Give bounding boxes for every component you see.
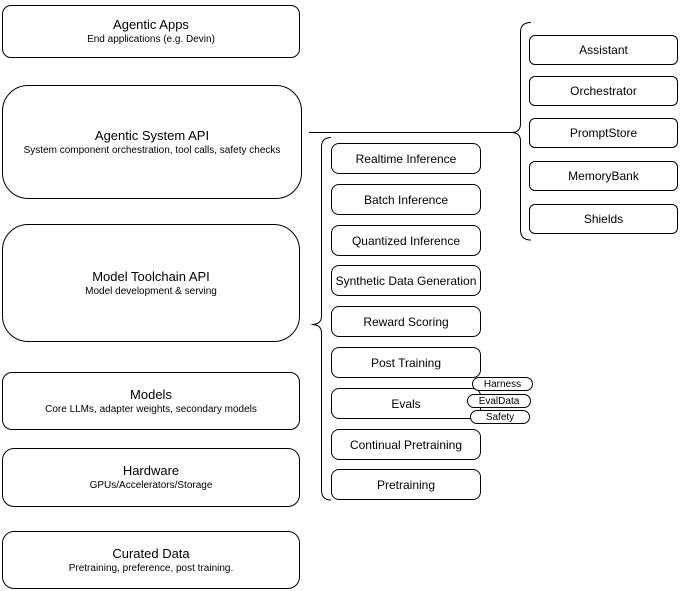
node-label: Post Training: [370, 355, 442, 370]
node-promptstore: PromptStore: [529, 118, 678, 148]
node-label: Evals: [391, 396, 421, 411]
node-subtitle: System component orchestration, tool cal…: [23, 144, 281, 156]
node-label: Assistant: [579, 43, 628, 57]
components-group-brace: [510, 22, 532, 241]
node-assistant: Assistant: [529, 35, 678, 65]
node-label: Quantized Inference: [351, 233, 461, 248]
tag-label: Harness: [483, 378, 522, 390]
node-models: Models Core LLMs, adapter weights, secon…: [2, 372, 300, 430]
node-curated-data: Curated Data Pretraining, preference, po…: [2, 531, 300, 589]
node-pretraining: Pretraining: [331, 469, 481, 500]
node-label: PromptStore: [569, 126, 638, 140]
node-batch-inference: Batch Inference: [331, 184, 481, 215]
tag-label: EvalData: [478, 395, 520, 407]
node-subtitle: Core LLMs, adapter weights, secondary mo…: [45, 403, 257, 415]
node-post-training: Post Training: [331, 347, 481, 378]
node-agentic-system-api: Agentic System API System component orch…: [2, 85, 302, 199]
node-title: Agentic System API: [94, 127, 210, 143]
node-title: Model Toolchain API: [92, 268, 210, 284]
node-model-toolchain-api: Model Toolchain API Model development & …: [2, 224, 300, 342]
node-continual-pretraining: Continual Pretraining: [331, 429, 481, 460]
node-shields: Shields: [529, 204, 678, 234]
node-label: Orchestrator: [570, 84, 637, 98]
tag-safety: Safety: [470, 410, 530, 424]
node-label: Batch Inference: [363, 192, 449, 207]
node-evals: Evals: [331, 388, 481, 419]
node-synthetic-data-generation: Synthetic Data Generation: [331, 265, 481, 296]
node-label: Realtime Inference: [355, 151, 457, 166]
tag-harness: Harness: [472, 377, 533, 391]
node-realtime-inference: Realtime Inference: [331, 143, 481, 174]
node-reward-scoring: Reward Scoring: [331, 306, 481, 337]
node-orchestrator: Orchestrator: [529, 76, 678, 106]
node-title: Agentic Apps: [113, 17, 189, 32]
node-label: MemoryBank: [568, 169, 639, 183]
node-title: Hardware: [122, 463, 180, 478]
node-label: Continual Pretraining: [349, 437, 463, 452]
node-subtitle: End applications (e.g. Devin): [87, 34, 215, 45]
node-agentic-apps: Agentic Apps End applications (e.g. Devi…: [2, 5, 300, 58]
tag-evaldata: EvalData: [467, 394, 531, 408]
toolchain-group-brace: [311, 137, 332, 501]
node-label: Reward Scoring: [363, 314, 449, 329]
node-title: Curated Data: [112, 545, 190, 561]
node-quantized-inference: Quantized Inference: [331, 225, 481, 256]
node-label: Synthetic Data Generation: [335, 273, 477, 288]
node-title: Models: [130, 386, 172, 402]
node-hardware: Hardware GPUs/Accelerators/Storage: [2, 448, 300, 507]
node-memorybank: MemoryBank: [529, 161, 678, 191]
node-subtitle: GPUs/Accelerators/Storage: [89, 480, 213, 491]
node-subtitle: Pretraining, preference, post training.: [68, 562, 234, 574]
node-subtitle: Model development & serving: [85, 285, 217, 297]
node-label: Shields: [583, 212, 624, 226]
tag-label: Safety: [485, 411, 515, 423]
node-label: Pretraining: [376, 477, 436, 492]
